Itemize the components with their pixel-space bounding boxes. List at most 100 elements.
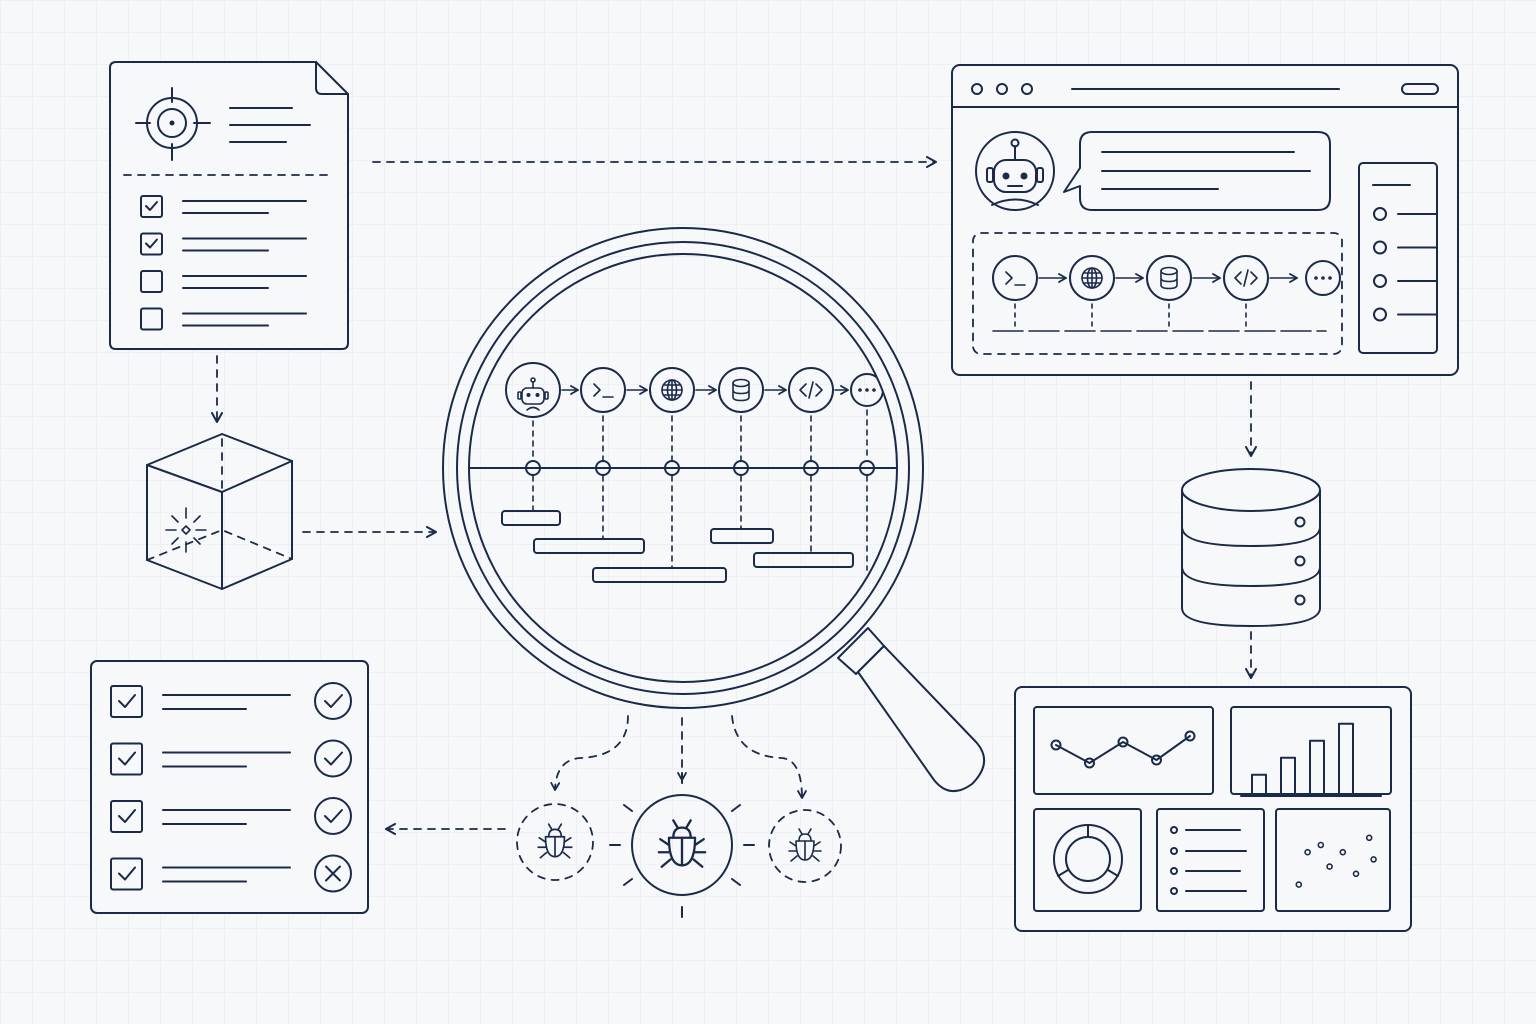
scatter-point [1317, 841, 1325, 849]
line-point [1184, 730, 1196, 742]
side-list-item [1373, 307, 1437, 322]
verdict-row [110, 682, 352, 720]
timeline-node [859, 460, 875, 476]
timeline-node [733, 460, 749, 476]
trajectory-step [649, 367, 695, 569]
task-spec-document [109, 61, 349, 350]
trajectory-step [788, 367, 834, 554]
pass-icon [314, 797, 352, 835]
verdict-row [110, 739, 352, 778]
checklist-item [140, 270, 307, 293]
database-stack-icon [1181, 468, 1321, 627]
bug-icon [768, 809, 842, 883]
bug-icon [609, 772, 755, 918]
trajectory-step [718, 367, 764, 530]
bug-findings [516, 715, 842, 918]
checklist-text-lines [182, 312, 307, 327]
bar [1309, 739, 1325, 797]
checklist-item [140, 307, 307, 331]
checklist-item [140, 232, 307, 256]
scatter-point [1365, 834, 1373, 842]
bar [1251, 773, 1267, 797]
side-list-item [1373, 274, 1437, 288]
verdict-text-lines [162, 866, 291, 883]
checkbox [110, 742, 143, 776]
task-checklist [140, 195, 307, 331]
timeline-node [803, 460, 819, 476]
verdict-row [110, 854, 352, 893]
list-widget [1170, 826, 1247, 895]
side-list-item [1373, 207, 1437, 221]
terminal-icon [1005, 271, 1026, 286]
scatter-point [1352, 870, 1360, 878]
tool-node [1146, 255, 1192, 301]
line-point [1084, 757, 1095, 769]
donut-chart-widget [1053, 824, 1123, 894]
line-chart-widget [1050, 730, 1196, 769]
checkbox [140, 270, 163, 293]
side-panel-list [1373, 207, 1437, 322]
more-icon [1314, 276, 1332, 280]
checkbox [140, 307, 163, 331]
check-mark-icon [118, 866, 136, 881]
checklist-item [140, 195, 307, 218]
trajectory-steps [505, 362, 884, 571]
checklist-text-lines [182, 200, 307, 214]
timeline-node [664, 460, 680, 476]
flow-arrows [211, 156, 1257, 835]
globe-icon [1081, 267, 1103, 289]
verdict-row [110, 797, 352, 835]
trajectory-step [505, 362, 561, 512]
robot-avatar-icon [975, 131, 1055, 211]
magnifier-inspector [442, 227, 985, 792]
line-point [1050, 739, 1062, 751]
trajectory-step [580, 367, 626, 540]
robot-icon [517, 377, 549, 411]
line-series [1055, 735, 1191, 764]
tool-node [992, 255, 1038, 301]
pass-icon [314, 739, 352, 778]
checklist-text-lines [182, 275, 307, 289]
checkbox [140, 195, 163, 218]
line-point [1117, 736, 1129, 748]
check-mark-icon [118, 809, 136, 823]
code-icon [799, 381, 823, 399]
verdict-text-lines [162, 694, 291, 710]
check-mark-icon [118, 751, 136, 766]
database-icon [732, 378, 750, 402]
tool-node [1305, 260, 1341, 296]
bug-body [788, 828, 822, 862]
side-list-item [1373, 240, 1437, 255]
tool-node [1069, 255, 1115, 301]
more-icon [858, 388, 876, 392]
tool-node [1223, 255, 1269, 301]
analytics-dashboard [1014, 686, 1412, 932]
scatter-point [1370, 856, 1377, 863]
magnifier-icon [442, 227, 985, 792]
environment-sandbox [146, 433, 293, 590]
bug-body [537, 823, 573, 859]
checkbox [110, 685, 143, 718]
pass-icon [314, 682, 352, 720]
scatter-point [1304, 848, 1311, 856]
bar [1280, 756, 1296, 797]
target-icon [135, 87, 211, 161]
code-icon [1234, 269, 1258, 287]
scatter-point [1326, 863, 1333, 870]
timeline-node [595, 460, 611, 476]
verdict-text-lines [162, 809, 291, 825]
verdict-text-lines [162, 751, 291, 768]
agent-browser-window [951, 64, 1459, 376]
checkbox [110, 857, 143, 891]
check-mark-icon [118, 694, 136, 708]
check-mark-icon [145, 238, 158, 249]
sandbox-cube-icon [165, 507, 207, 553]
bug-icon [516, 803, 594, 881]
checkbox [110, 800, 143, 833]
timeline-spans [501, 510, 854, 583]
timeline-node [525, 460, 541, 476]
database-icon [1160, 266, 1178, 290]
bug-body [657, 819, 707, 868]
